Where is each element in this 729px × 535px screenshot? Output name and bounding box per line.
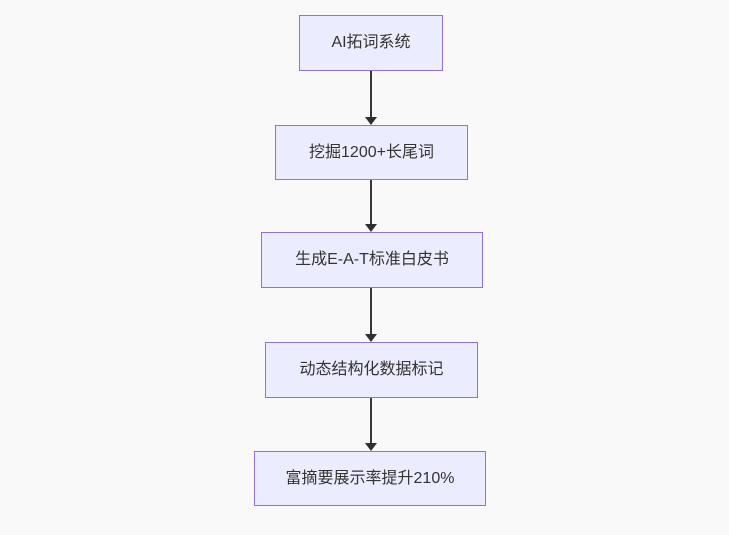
- flow-node-eat-whitepaper: 生成E-A-T标准白皮书: [261, 232, 483, 288]
- flow-edge-4: [365, 398, 377, 451]
- arrowhead-down-icon: [365, 334, 377, 342]
- flow-edge-3: [365, 288, 377, 342]
- arrowhead-down-icon: [365, 117, 377, 125]
- flow-edge-2: [365, 180, 377, 232]
- flow-node-ai-keyword-system: AI拓词系统: [299, 15, 443, 71]
- node-label: AI拓词系统: [331, 34, 411, 52]
- flow-node-longtail-mining: 挖掘1200+长尾词: [275, 125, 468, 180]
- node-label: 挖掘1200+长尾词: [309, 143, 434, 161]
- arrowhead-down-icon: [365, 443, 377, 451]
- node-label: 生成E-A-T标准白皮书: [295, 251, 449, 269]
- arrowhead-down-icon: [365, 224, 377, 232]
- flow-node-rich-snippet-result: 富摘要展示率提升210%: [254, 451, 486, 506]
- node-label: 富摘要展示率提升210%: [285, 469, 455, 487]
- node-label: 动态结构化数据标记: [299, 361, 444, 379]
- flow-node-structured-data-markup: 动态结构化数据标记: [265, 342, 478, 398]
- flow-edge-1: [365, 71, 377, 125]
